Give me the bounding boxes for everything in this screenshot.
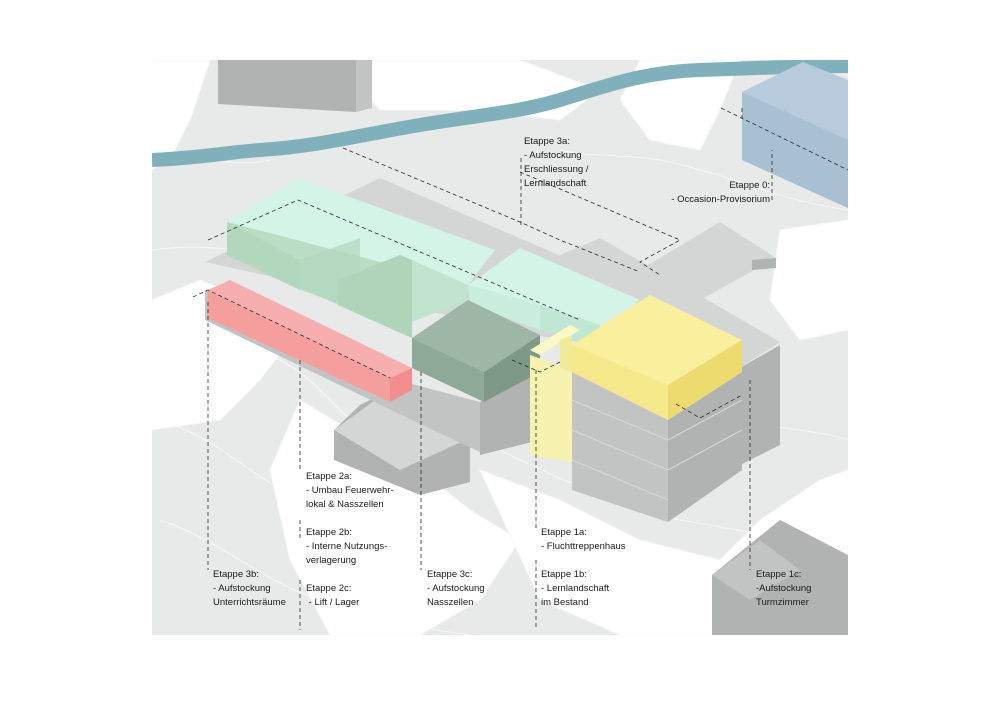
label-etappe-3b: Etappe 3b: - Aufstockung Unterrichtsräum… bbox=[213, 568, 286, 610]
etappe-0-title: Etappe 0: bbox=[729, 180, 770, 191]
etappe-2a-line-2: lokal & Nasszellen bbox=[306, 499, 384, 510]
context-buildings bbox=[218, 60, 848, 635]
etappe-1c-line-1: -Aufstockung bbox=[756, 583, 812, 594]
etappe-2b-line-1: - Interne Nutzungs- bbox=[306, 541, 388, 552]
etappe-1a-line-1: - Fluchttreppenhaus bbox=[541, 541, 626, 552]
outline-etappe-0 bbox=[720, 107, 849, 171]
etappe-1b-title: Etappe 1b: bbox=[541, 569, 587, 580]
etappe-3c-title: Etappe 3c: bbox=[427, 569, 473, 580]
etappe-3b-line-2: Unterrichtsräume bbox=[213, 597, 286, 608]
label-etappe-1b: Etappe 1b: - Lernlandschaft im Bestand bbox=[541, 568, 609, 610]
etappe-3c-block bbox=[412, 300, 540, 402]
etappe-1a-block bbox=[530, 325, 580, 462]
label-etappe-3a: Etappe 3a: - Aufstockung Erschliessung /… bbox=[524, 135, 588, 191]
etappe-3c-line-1: - Aufstockung bbox=[427, 583, 485, 594]
label-etappe-3c: Etappe 3c: - Aufstockung Nasszellen bbox=[427, 568, 485, 610]
label-etappe-0: Etappe 0: - Occasion-Provisorium bbox=[660, 179, 770, 207]
label-etappe-2b: Etappe 2b: - Interne Nutzungs- verlageru… bbox=[306, 526, 387, 568]
leader-lines bbox=[192, 107, 849, 630]
outline-etappe-3a-rear bbox=[342, 147, 641, 273]
etappe-3c-line-2: Nasszellen bbox=[427, 597, 474, 608]
etappe-1a-title: Etappe 1a: bbox=[541, 527, 587, 538]
etappe-2c-line-1: - Lift / Lager bbox=[306, 597, 360, 608]
river bbox=[152, 60, 848, 167]
etappe-3a-line-1: - Aufstockung bbox=[524, 150, 582, 161]
etappe-0-building bbox=[742, 62, 848, 208]
label-etappe-2a: Etappe 2a: - Umbau Feuerwehr- lokal & Na… bbox=[306, 470, 394, 512]
tower-floor-lines bbox=[571, 399, 743, 501]
etappe-3a-title: Etappe 3a: bbox=[524, 136, 570, 147]
label-etappe-1c: Etappe 1c: -Aufstockung Turmzimmer bbox=[756, 568, 811, 610]
site-context bbox=[152, 60, 848, 635]
etappe-3a-line-3: Lernlandschaft bbox=[524, 178, 587, 189]
etappe-3b-title: Etappe 3b: bbox=[213, 569, 259, 580]
etappe-3b-block bbox=[208, 280, 412, 402]
etappe-1c-title: Etappe 1c: bbox=[756, 569, 802, 580]
etappe-3b-line-1: - Aufstockung bbox=[213, 583, 271, 594]
outline-etappe-1c bbox=[675, 394, 743, 419]
etappe-2c-title: Etappe 2c: bbox=[306, 583, 352, 594]
etappe-1c-block bbox=[572, 295, 742, 420]
etappe-1c-line-2: Turmzimmer bbox=[756, 597, 809, 608]
etappe-2-block bbox=[227, 178, 495, 338]
etappe-1b-line-1: - Lernlandschaft bbox=[541, 583, 610, 594]
etappe-3a-line-2: Erschliessung / bbox=[524, 164, 589, 175]
outline-etappe-2 bbox=[207, 199, 581, 321]
outline-etappe-3c bbox=[511, 359, 561, 373]
outline-etappe-3a bbox=[519, 171, 681, 276]
label-etappe-1a: Etappe 1a: - Fluchttreppenhaus bbox=[541, 526, 626, 554]
etappe-0-line-1: - Occasion-Provisorium bbox=[671, 194, 770, 205]
etappe-1b-line-2: im Bestand bbox=[541, 597, 589, 608]
etappe-2a-title: Etappe 2a: bbox=[306, 471, 352, 482]
outline-etappe-3b bbox=[192, 289, 391, 379]
etappe-2b-line-2: verlagerung bbox=[306, 555, 357, 566]
etappe-2b-title: Etappe 2b: bbox=[306, 527, 352, 538]
etappe-2a-line-1: - Umbau Feuerwehr- bbox=[306, 485, 394, 496]
label-etappe-2c: Etappe 2c: - Lift / Lager bbox=[306, 582, 359, 610]
